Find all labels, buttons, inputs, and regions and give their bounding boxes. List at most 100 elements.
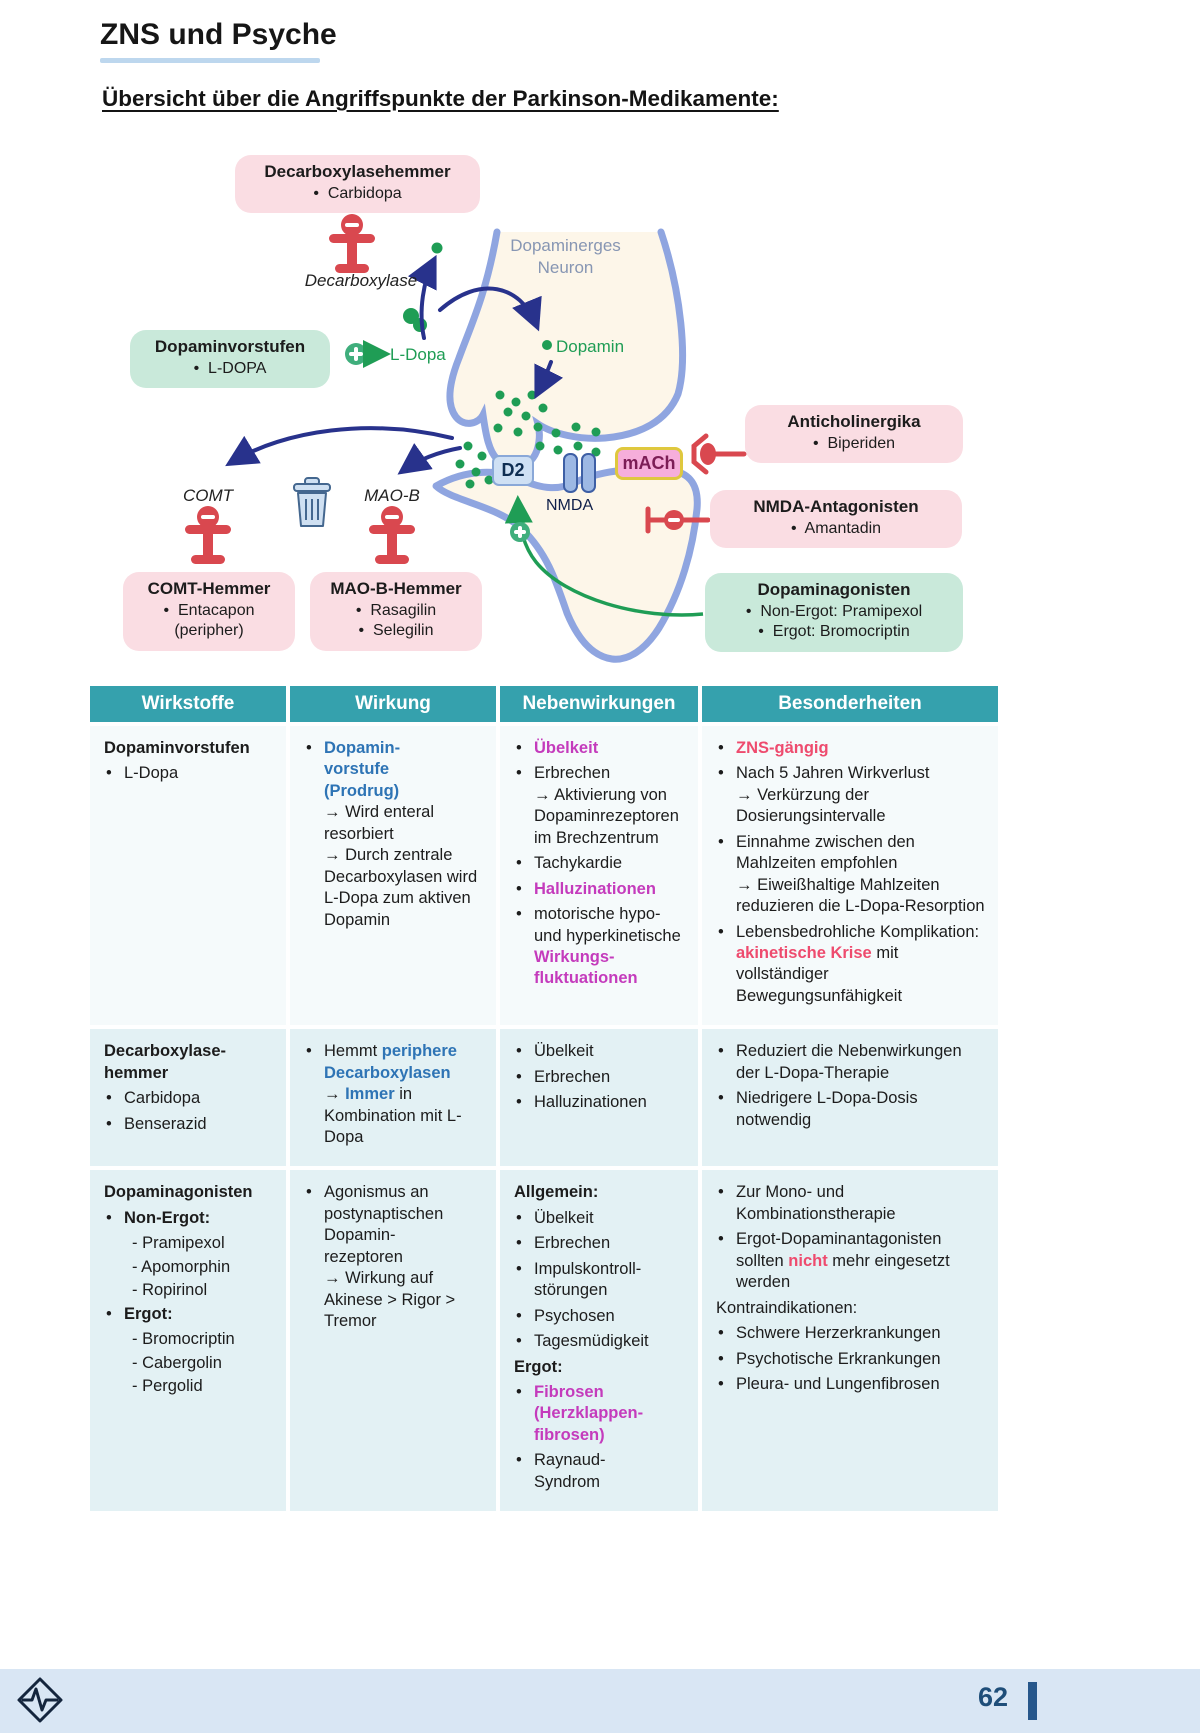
agonist-path <box>504 495 704 617</box>
table-cell: Decarboxylase- hemmer •Carbidopa •Benseraz… <box>90 1029 286 1167</box>
table-header-cell: Nebenwirkungen <box>500 686 698 722</box>
box-item: • L-DOPA <box>193 360 267 377</box>
table-cell: Allgemein:•Übelkeit•Erbrechen•Impulskont… <box>500 1170 698 1512</box>
table-cell: Dopaminagonisten•Non-Ergot:- Pramipexol-… <box>90 1170 286 1512</box>
page-number: 62 <box>978 1682 1009 1712</box>
table-text-line: •Zur Mono- und Kombinationstherapie <box>718 1183 896 1223</box>
page-title: ZNS und Psyche <box>100 18 337 51</box>
table-text-line: - Apomorphin <box>132 1257 231 1276</box>
box-maob-hemmer: MAO-B-Hemmer • Rasagilin • Selegilin <box>310 572 482 651</box>
table-text-line: •Reduziert die Nebenwirkungen der L-Dopa… <box>718 1042 967 1082</box>
table-text-line: •Hemmt periphere Decarboxylasen → Immer … <box>306 1042 462 1146</box>
ecg-heart-logo-icon <box>17 1677 63 1723</box>
anticholinergic-blocker-icon <box>691 433 747 475</box>
table-text-line: •Übelkeit <box>516 739 599 757</box>
table-cell: •ZNS-gängig•Nach 5 Jahren Wirkverlust → … <box>702 726 998 1026</box>
table-text-line: •L-Dopa <box>106 764 179 783</box>
table-text-line: •Erbrechen <box>516 1234 611 1253</box>
box-dopaminagonisten: Dopaminagonisten • Non-Ergot: Pramipexol… <box>705 573 963 652</box>
table-cell: •Übelkeit •Erbrechen → Aktivierung von Do… <box>500 726 698 1026</box>
arrow-to-comt <box>225 426 454 467</box>
box-title: MAO-B-Hemmer <box>330 579 462 598</box>
table-text-line: - Ropirinol <box>132 1281 208 1300</box>
table-text-line: •Halluzinationen <box>516 1093 647 1112</box>
mach-receptor-label: mACh <box>615 447 683 480</box>
nmda-blocker-icon <box>645 506 711 534</box>
label-dopamin: Dopamin <box>556 337 625 356</box>
table-text-line: •Non-Ergot: <box>106 1208 211 1227</box>
label-maob-enzyme: MAO-B <box>364 486 420 505</box>
arrow-to-maob <box>397 443 462 475</box>
table-header-cell: Besonderheiten <box>702 686 998 722</box>
table-text-line: •Halluzinationen <box>516 879 656 898</box>
d2-receptor-label: D2 <box>492 455 534 486</box>
inhibitor-icon-comt <box>185 506 231 564</box>
box-items: • Amantadin <box>720 519 952 539</box>
table-text-line: •Psychotische Erkrankungen <box>718 1349 941 1368</box>
arrow-ldopa-to-decarboxylase <box>407 254 437 340</box>
table-text-line: •Erbrechen → Aktivierung von Dopaminreze… <box>516 764 679 847</box>
box-anticholinergika: Anticholinergika • Biperiden <box>745 405 963 464</box>
footer-accent-bar <box>1028 1682 1037 1720</box>
table-text-line: Decarboxylase- hemmer <box>104 1042 226 1082</box>
synapse-diagram: Decarboxylasehemmer • Carbidopa Dopaminv… <box>0 140 1200 688</box>
box-items: • Rasagilin • Selegilin <box>320 601 472 642</box>
arrow-ldopa-into-neuron <box>438 286 542 332</box>
table-text-line: •Carbidopa <box>106 1089 201 1108</box>
inhibitor-icon-maob <box>369 506 415 564</box>
pathway-arrows <box>225 254 564 475</box>
table-cell: Dopaminvorstufen •L-Dopa <box>90 726 286 1026</box>
box-title: NMDA-Antagonisten <box>753 497 919 516</box>
table-text-line: •motorische hypo- und hyperkinetische Wi… <box>516 905 686 988</box>
trash-icon <box>293 477 331 527</box>
table-cell: •Dopamin- vorstufe (Prodrug) → Wird ente… <box>290 726 496 1026</box>
plus-icon-d2 <box>510 522 530 542</box>
table-text-line: •Einnahme zwischen den Mahlzeiten empfoh… <box>718 832 985 916</box>
box-item: • Rasagilin <box>355 602 437 619</box>
table-text-line: - Pergolid <box>132 1376 203 1395</box>
box-title: COMT-Hemmer <box>147 579 271 598</box>
box-title: Anticholinergika <box>787 412 921 431</box>
section-heading: Übersicht über die Angriffspunkte der Pa… <box>102 86 779 111</box>
arrow-dopamin-release <box>534 360 564 400</box>
table-text-line: •Raynaud- Syndrom <box>516 1451 606 1491</box>
table-text-line: •Übelkeit <box>516 1042 594 1061</box>
box-decarboxylasehemmer: Decarboxylasehemmer • Carbidopa <box>235 155 480 214</box>
table-text-line: - Pramipexol <box>132 1234 225 1253</box>
box-item: • Non-Ergot: Pramipexol <box>745 603 923 620</box>
table-text-line: •Fibrosen (Herzklappen- fibrosen) <box>516 1382 644 1444</box>
table-cell: •Hemmt periphere Decarboxylasen → Immer … <box>290 1029 496 1167</box>
table-text-line: - Cabergolin <box>132 1353 222 1372</box>
table-header-cell: Wirkung <box>290 686 496 722</box>
box-items: • Entacapon (peripher) <box>133 601 285 642</box>
nmda-channel-icon <box>563 453 596 493</box>
box-item: • Selegilin <box>358 622 434 640</box>
table-text-line: •Dopamin- vorstufe (Prodrug) → Wird ente… <box>306 739 478 929</box>
box-dopaminvorstufen: Dopaminvorstufen • L-DOPA <box>130 330 330 389</box>
table-text-line: - Bromocriptin <box>132 1330 235 1349</box>
table-cell: •Übelkeit•Erbrechen•Halluzinationen <box>500 1029 698 1167</box>
table-text-line: Allgemein: <box>514 1183 599 1202</box>
table-text-line: •Ergot-Dopaminantagonisten sollten nicht… <box>718 1230 955 1292</box>
label-nmda-receptor: NMDA <box>546 497 594 514</box>
table-text-line: •Niedrigere L-Dopa-Dosis notwendig <box>718 1089 923 1129</box>
table-cell: •Agonismus an postynaptischen Dopamin- r… <box>290 1170 496 1512</box>
box-item: • Carbidopa <box>313 185 402 202</box>
table-text-line: •Impulskontroll- störungen <box>516 1259 642 1300</box>
dopamine-dots <box>403 242 601 489</box>
table-text-line: Kontraindikationen: <box>716 1298 858 1317</box>
plus-icon-ldopa <box>345 340 391 368</box>
table-text-line: •Ergot: <box>106 1304 173 1323</box>
box-title: Decarboxylasehemmer <box>264 162 451 181</box>
table-text-line: •Benserazid <box>106 1114 207 1133</box>
inhibitor-icon-decarboxylase <box>329 214 375 273</box>
footer-band <box>0 1669 1200 1733</box>
box-item: • Biperiden <box>812 435 896 452</box>
table-text-line: Dopaminvorstufen <box>104 739 250 757</box>
table-text-line: •Lebensbedrohliche Komplikation: akineti… <box>718 922 984 1005</box>
table-text-line: •ZNS-gängig <box>718 739 829 757</box>
box-item: • Ergot: Bromocriptin <box>758 623 910 641</box>
table-text-line: •Tachykardie <box>516 854 623 873</box>
